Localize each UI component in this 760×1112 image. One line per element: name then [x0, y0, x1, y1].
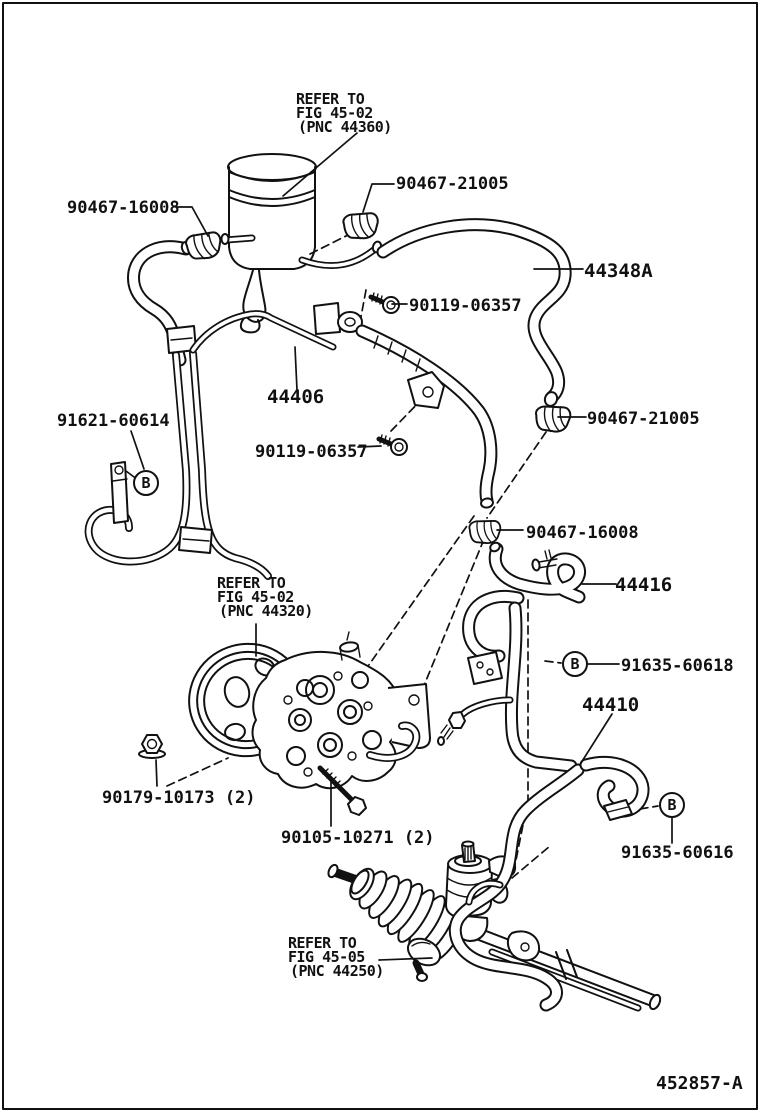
part-label-clamp-right: 90467-21005	[587, 409, 700, 429]
part-label-bolt-top: 90119-06357	[409, 296, 522, 316]
b-marker-left	[133, 470, 159, 496]
clamp-90467-16008-top	[182, 226, 227, 265]
part-label-pressure-hose: 44410	[582, 694, 639, 716]
refer-note-reservoir-line1: REFER TO	[296, 90, 365, 108]
hose-clamps	[182, 207, 574, 548]
pump-stud-bolt	[317, 765, 367, 816]
refer-note-pump-line1: REFER TO	[217, 574, 286, 592]
b-marker-lower-right	[659, 792, 685, 818]
part-label-hose-44416: 44416	[615, 574, 672, 596]
refer-note-pump-line3: (PNC 44320)	[219, 602, 313, 620]
rack-boot	[349, 867, 468, 962]
part-label-gasket-upper: 91635-60618	[621, 656, 734, 676]
refer-note-reservoir-line3: (PNC 44360)	[298, 118, 392, 136]
tube-assembly-44406	[193, 302, 494, 509]
refer-note-gear-line1: REFER TO	[288, 934, 357, 952]
part-label-tube-assy: 44406	[267, 386, 324, 408]
union-bolts	[368, 292, 408, 456]
diagram-code: 452857-A	[656, 1073, 743, 1094]
clamp-bracket-91621	[110, 461, 129, 524]
steering-gear	[327, 762, 662, 1010]
hose-block-bracket	[467, 651, 503, 685]
pressure-hose-44410	[437, 596, 571, 766]
clamp-90467-16008-mid	[467, 515, 504, 548]
part-label-bolt-mid: 90119-06357	[255, 442, 368, 462]
refer-note-gear-line3: (PNC 44250)	[290, 962, 384, 980]
leader-lines	[125, 132, 673, 961]
part-label-clamp-top-left: 90467-16008	[67, 198, 180, 218]
pump-nut	[138, 734, 166, 759]
b-marker-upper-right	[562, 651, 588, 677]
pump-rear-bracket	[387, 683, 431, 749]
part-label-clamp-bracket-left: 91621-60614	[57, 411, 170, 431]
hose-44416	[489, 541, 580, 597]
bolt-top	[368, 292, 400, 314]
labels-layer: REFER TO FIG 45-02 (PNC 44360) 90467-160…	[57, 90, 743, 1094]
refer-note-reservoir-line2: FIG 45-02	[296, 104, 373, 122]
part-label-clamp-mid: 90467-16008	[526, 523, 639, 543]
part-label-clamp-top: 90467-21005	[396, 174, 509, 194]
clamp-90467-21005-top	[340, 207, 383, 244]
refer-note-gear-line2: FIG 45-05	[288, 948, 365, 966]
bolt-mid	[376, 434, 408, 456]
reservoir	[220, 153, 383, 334]
clamp-90467-21005-right	[533, 402, 574, 436]
part-label-gasket-lower: 91635-60616	[621, 843, 734, 863]
part-label-pump-bolt: 90105-10271 (2)	[281, 828, 435, 848]
return-hose-44348a	[383, 225, 565, 407]
refer-note-pump-line2: FIG 45-02	[217, 588, 294, 606]
power-steering-pump	[138, 631, 431, 816]
part-label-return-hose: 44348A	[584, 260, 653, 282]
part-label-pump-nut: 90179-10173 (2)	[102, 788, 256, 808]
rack-mount-bracket	[506, 930, 541, 962]
suction-hose-and-pipes	[89, 241, 268, 576]
tube-bracket	[407, 371, 445, 409]
union-nut	[448, 711, 466, 729]
